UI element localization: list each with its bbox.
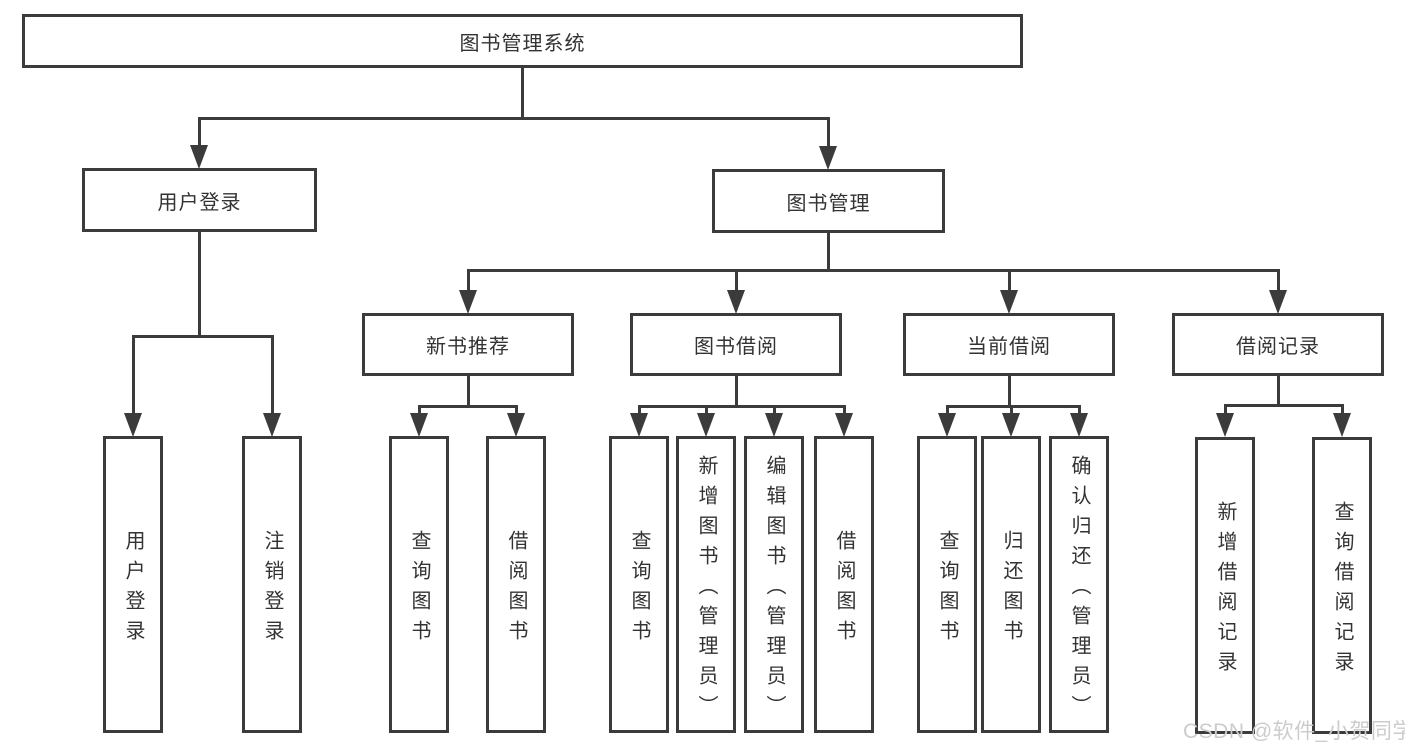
connector-current-branch (946, 405, 1081, 408)
connector-root-branch (198, 117, 830, 120)
node-leaf-logout: 注销登录 (242, 436, 302, 733)
node-leaf-borrow-books: 借阅图书 (814, 436, 874, 733)
connector-arrow-g5b-shaft (1341, 405, 1344, 415)
arrow-down-user-login (190, 145, 208, 169)
node-leaf-query-books-recommend: 查询图书 (389, 436, 449, 733)
connector-arrow-g4b-shaft (1010, 406, 1013, 416)
arrow-down-leaf-login (124, 413, 142, 437)
node-book-management: 图书管理 (712, 169, 945, 233)
connector-borrow-stem (735, 376, 738, 408)
connector-user-login-stem (198, 232, 201, 337)
connector-recommend-branch (418, 405, 518, 408)
node-leaf-confirm-return-admin: 确认归还（管理员） (1049, 436, 1109, 733)
arrow-down-query-books-recommend (410, 413, 428, 437)
node-user-login: 用户登录 (82, 168, 317, 232)
connector-arrow-recommend-shaft (467, 270, 470, 294)
connector-arrow-records-shaft (1277, 270, 1280, 294)
arrow-down-add-books (697, 413, 715, 437)
connector-arrow-g3b-shaft (705, 406, 708, 416)
connector-records-branch (1224, 404, 1344, 407)
arrow-down-leaf-logout (263, 413, 281, 437)
connector-recommend-stem (467, 376, 470, 408)
connector-arrow-user-login-shaft (198, 118, 201, 150)
node-borrow-records: 借阅记录 (1172, 313, 1384, 376)
node-leaf-add-borrow-record: 新增借阅记录 (1195, 437, 1255, 734)
connector-book-mgmt-stem (827, 233, 830, 271)
arrow-down-records (1269, 290, 1287, 314)
connector-arrow-book-mgmt-shaft (827, 118, 830, 150)
node-leaf-user-login: 用户登录 (103, 436, 163, 733)
connector-records-stem (1277, 376, 1280, 406)
connector-arrow-g4a-shaft (946, 406, 949, 416)
node-leaf-query-books-borrow: 查询图书 (609, 436, 669, 733)
node-leaf-add-books-admin: 新增图书（管理员） (676, 436, 736, 733)
arrow-down-current (1000, 290, 1018, 314)
connector-current-stem (1008, 376, 1011, 408)
arrow-down-borrow-books-recommend (507, 413, 525, 437)
node-book-borrow: 图书借阅 (630, 313, 842, 376)
connector-borrow-branch (638, 405, 846, 408)
connector-arrow-g5a-shaft (1224, 405, 1227, 415)
arrow-down-add-borrow-record (1216, 413, 1234, 437)
node-new-book-recommend: 新书推荐 (362, 313, 574, 376)
connector-arrow-g3c-shaft (773, 406, 776, 416)
node-leaf-query-borrow-record: 查询借阅记录 (1312, 437, 1372, 734)
connector-user-login-branch (132, 335, 274, 338)
connector-arrow-current-shaft (1008, 270, 1011, 294)
connector-arrow-borrow-shaft (735, 270, 738, 294)
connector-arrow-g2b-shaft (515, 406, 518, 416)
arrow-down-recommend (459, 290, 477, 314)
node-leaf-borrow-books-recommend: 借阅图书 (486, 436, 546, 733)
connector-arrow-leaf-logout-shaft (271, 336, 274, 416)
node-leaf-query-books-current: 查询图书 (917, 436, 977, 733)
arrow-down-confirm-return (1070, 413, 1088, 437)
connector-root-stem (521, 68, 524, 118)
node-leaf-return-books: 归还图书 (981, 436, 1041, 733)
arrow-down-borrow-books (835, 413, 853, 437)
connector-arrow-g3d-shaft (843, 406, 846, 416)
arrow-down-return-books (1002, 413, 1020, 437)
arrow-down-query-borrow-record (1333, 413, 1351, 437)
node-library-management-system: 图书管理系统 (22, 14, 1023, 68)
connector-arrow-g4c-shaft (1078, 406, 1081, 416)
arrow-down-edit-books (765, 413, 783, 437)
connector-arrow-g3a-shaft (638, 406, 641, 416)
arrow-down-book-mgmt (819, 146, 837, 170)
connector-arrow-leaf-login-shaft (132, 336, 135, 416)
node-leaf-edit-books-admin: 编辑图书（管理员） (744, 436, 804, 733)
connector-level3-branch (467, 269, 1280, 272)
arrow-down-borrow (727, 290, 745, 314)
node-current-borrow: 当前借阅 (903, 313, 1115, 376)
arrow-down-query-books-borrow (630, 413, 648, 437)
connector-arrow-g2a-shaft (418, 406, 421, 416)
arrow-down-query-books-current (938, 413, 956, 437)
csdn-watermark: CSDN @软件_小贺同学 (1183, 720, 1405, 743)
